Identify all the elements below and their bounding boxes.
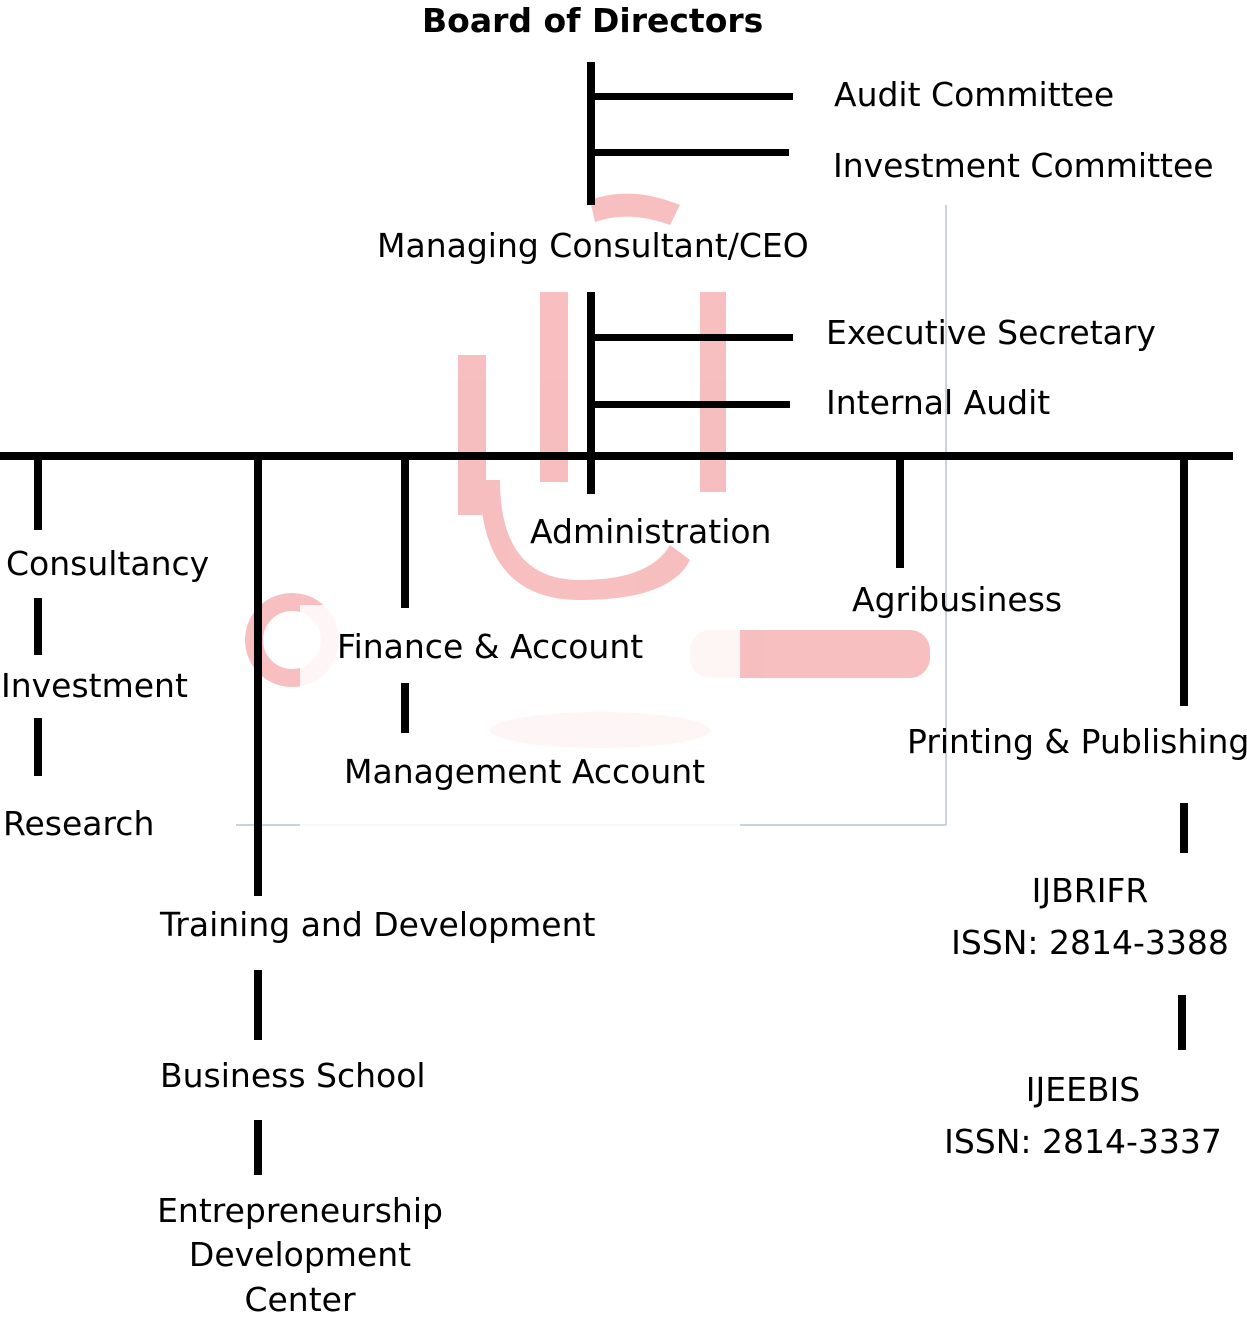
- investment-committee-branch: [587, 149, 789, 156]
- journal2-issn-label: ISSN: 2814-3337: [944, 1122, 1222, 1161]
- training-business-school-link: [254, 970, 262, 1040]
- journal1-name-label: IJBRIFR: [1031, 871, 1149, 910]
- finance-drop: [401, 456, 409, 608]
- agribusiness-drop: [896, 456, 904, 568]
- consultancy-drop: [34, 456, 42, 530]
- consultancy-investment-link: [34, 598, 42, 655]
- audit-committee-branch: [587, 93, 793, 100]
- training-drop: [254, 456, 262, 896]
- training-development-label: Training and Development: [160, 905, 596, 944]
- administration-label: Administration: [530, 512, 772, 551]
- journal1-journal2-link: [1178, 995, 1186, 1050]
- investment-committee-label: Investment Committee: [833, 146, 1214, 185]
- journal1-issn-label: ISSN: 2814-3388: [951, 923, 1229, 962]
- journal2-name-label: IJEEBIS: [1025, 1070, 1141, 1109]
- consultancy-label: Consultancy: [6, 544, 210, 583]
- printing-drop: [1180, 456, 1188, 706]
- executive-secretary-label: Executive Secretary: [826, 313, 1156, 352]
- edc-label-line3: Center: [244, 1280, 356, 1319]
- finance-management-link: [401, 683, 409, 733]
- department-bus-line: [0, 452, 1233, 460]
- finance-account-label: Finance & Account: [337, 627, 644, 666]
- business-school-label: Business School: [160, 1056, 426, 1095]
- management-account-label: Management Account: [344, 752, 706, 791]
- internal-audit-label: Internal Audit: [826, 383, 1051, 422]
- executive-secretary-branch: [587, 334, 793, 341]
- investment-research-link: [34, 718, 42, 776]
- internal-audit-branch: [587, 401, 790, 408]
- edc-label-line1: Entrepreneurship: [157, 1191, 443, 1230]
- research-label: Research: [3, 804, 155, 843]
- board-of-directors-label: Board of Directors: [422, 1, 764, 40]
- board-ceo-connector: [587, 62, 595, 205]
- printing-publishing-label: Printing & Publishing: [907, 722, 1247, 761]
- edc-label-line2: Development: [188, 1235, 412, 1274]
- ceo-trunk: [587, 292, 595, 494]
- printing-journal1-link: [1180, 803, 1188, 853]
- investment-label: Investment: [1, 666, 188, 705]
- business-school-edc-link: [254, 1120, 262, 1175]
- agribusiness-label: Agribusiness: [852, 580, 1063, 619]
- audit-committee-label: Audit Committee: [834, 75, 1115, 114]
- ceo-label: Managing Consultant/CEO: [377, 226, 809, 265]
